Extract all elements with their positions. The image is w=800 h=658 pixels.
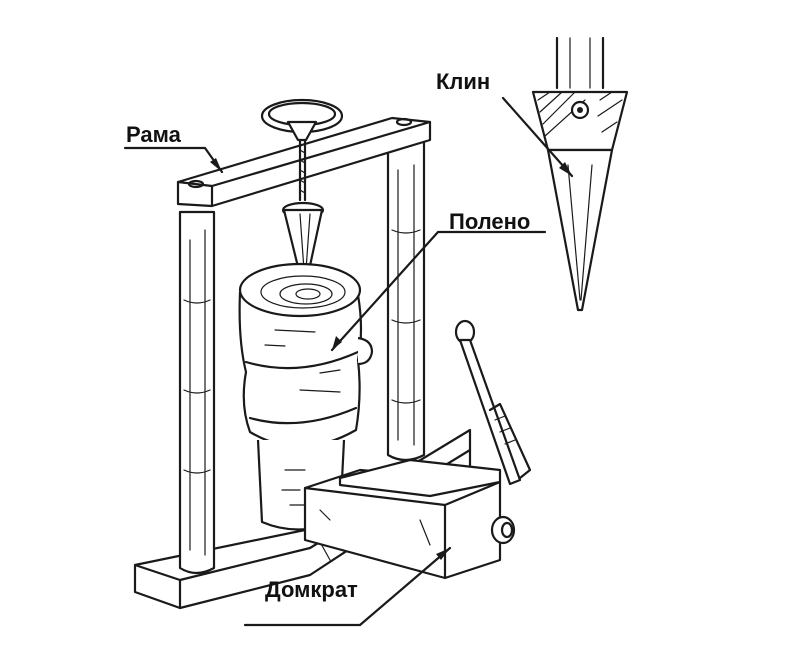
wedge-leader-arrow — [559, 162, 572, 176]
log-leader-arrow — [332, 336, 342, 350]
jack-lever — [454, 319, 532, 486]
right-column — [386, 138, 426, 462]
frame-label: Рама — [126, 122, 181, 147]
handwheel — [260, 98, 344, 202]
wedge-label: Клин — [436, 69, 491, 94]
jack-label: Домкрат — [265, 577, 358, 602]
leader-lines — [123, 96, 574, 627]
log — [238, 262, 374, 448]
wedge-detail — [531, 36, 629, 312]
jack-leader-arrow — [436, 548, 450, 560]
frame-leader-arrow — [210, 158, 222, 172]
log-label: Полено — [449, 209, 531, 234]
jack-body — [303, 458, 516, 580]
left-column — [178, 210, 216, 575]
